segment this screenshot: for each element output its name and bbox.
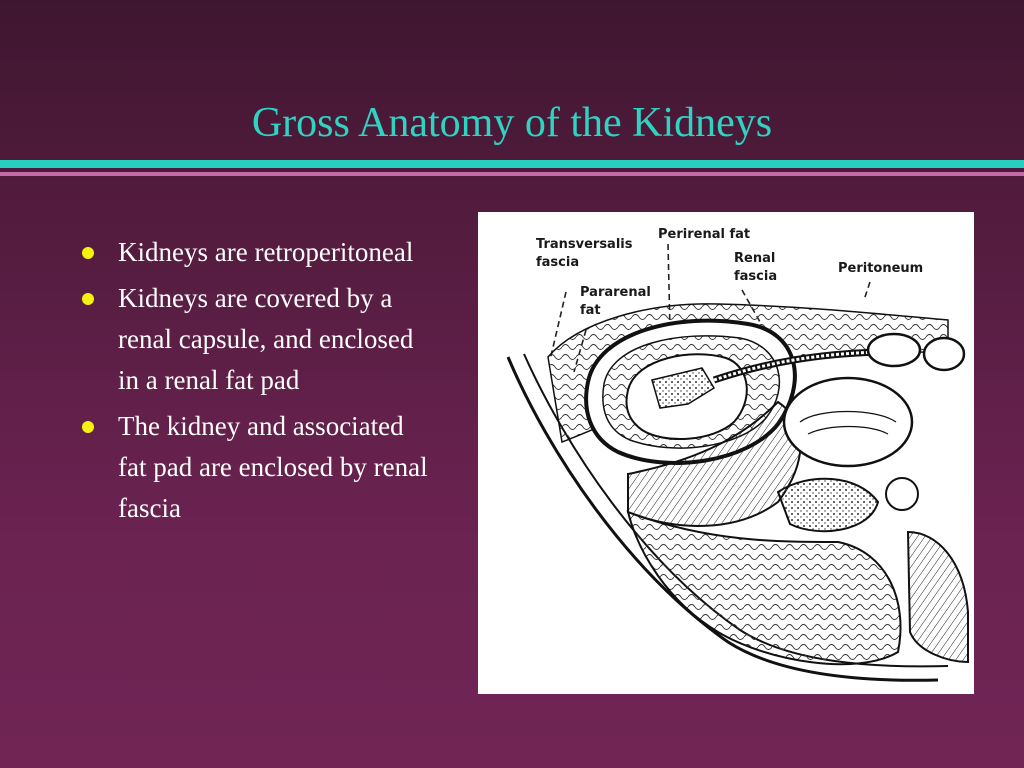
bullet-item: The kidney and associated fat pad are en… (78, 406, 428, 529)
anatomy-drawing (506, 243, 969, 682)
bullet-list: Kidneys are retroperitoneal Kidneys are … (78, 232, 428, 534)
bullet-item: Kidneys are retroperitoneal (78, 232, 428, 273)
bullet-dot-icon (82, 293, 94, 305)
title-divider-pink (0, 172, 1024, 176)
bullet-item: Kidneys are covered by a renal capsule, … (78, 278, 428, 401)
label-peritoneum: Peritoneum (838, 261, 924, 276)
label-transversalis: Transversalis (536, 237, 633, 252)
bullet-text: The kidney and associated fat pad are en… (118, 411, 428, 523)
label-pararenal: Pararenal (580, 285, 651, 300)
slide-title: Gross Anatomy of the Kidneys (251, 100, 773, 146)
label-pararenal-fat: fat (580, 303, 601, 318)
bullet-dot-icon (82, 247, 94, 259)
bullet-text: Kidneys are retroperitoneal (118, 237, 414, 267)
bullet-dot-icon (82, 421, 94, 433)
label-renal: Renal (734, 251, 776, 266)
label-perirenal-fat: Perirenal fat (658, 227, 751, 242)
title-divider-teal (0, 160, 1024, 168)
kidney-cross-section-figure: Transversalis fascia Perirenal fat Parar… (478, 212, 974, 694)
label-renal-fascia: fascia (734, 269, 778, 284)
label-transversalis-fascia: fascia (536, 255, 580, 270)
bullet-text: Kidneys are covered by a renal capsule, … (118, 283, 414, 395)
